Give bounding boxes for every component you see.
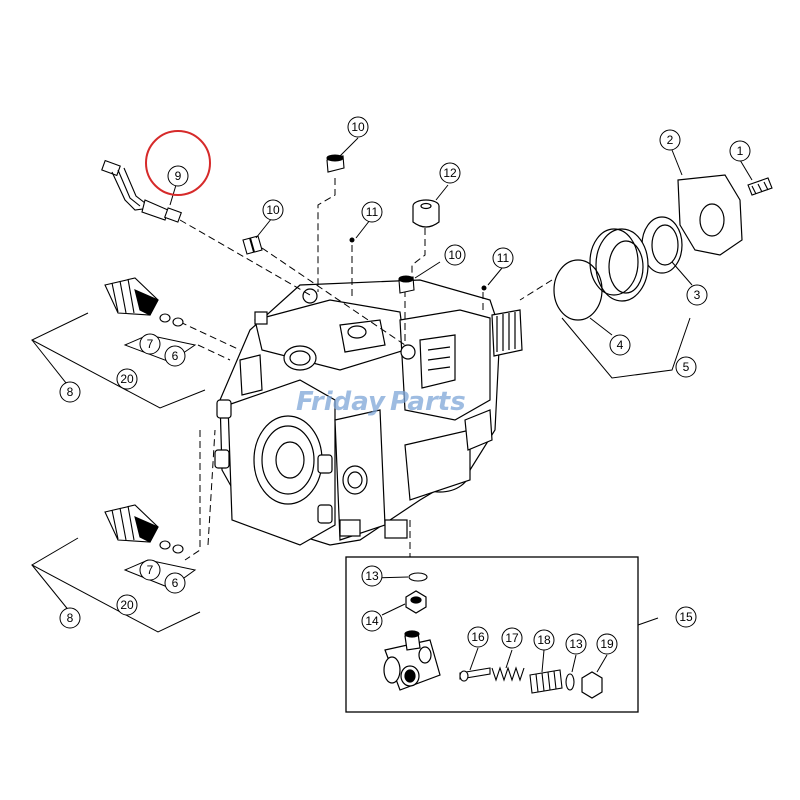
svg-text:18: 18 <box>537 633 551 647</box>
callout-9: 9 <box>167 165 189 187</box>
pin-11 <box>349 237 487 291</box>
svg-text:13: 13 <box>365 569 379 583</box>
svg-text:13: 13 <box>569 637 583 651</box>
plug-10-left <box>242 235 263 255</box>
callout-19: 19 <box>596 633 618 655</box>
svg-text:10: 10 <box>351 120 365 134</box>
callout-12: 12 <box>439 162 461 184</box>
callout-14: 14 <box>361 610 383 632</box>
callout-bracket-5 <box>561 317 691 379</box>
svg-text:20: 20 <box>120 598 134 612</box>
svg-text:4: 4 <box>617 338 624 352</box>
callout-13-top: 13 <box>361 565 383 587</box>
speed-sensor-harness <box>101 159 182 223</box>
svg-text:15: 15 <box>679 610 693 624</box>
callout-15: 15 <box>675 606 697 628</box>
callout-10-top: 10 <box>347 116 369 138</box>
svg-text:17: 17 <box>505 631 519 645</box>
svg-text:19: 19 <box>600 637 614 651</box>
cap-19 <box>581 671 603 699</box>
svg-text:11: 11 <box>497 251 510 265</box>
pump-body <box>214 279 523 546</box>
svg-text:7: 7 <box>147 337 154 351</box>
svg-text:2: 2 <box>667 133 674 147</box>
o-ring-4 <box>553 259 603 321</box>
watermark: Friday Parts <box>296 387 466 417</box>
leader-lines <box>169 137 753 673</box>
svg-text:7: 7 <box>147 563 154 577</box>
svg-text:8: 8 <box>67 385 74 399</box>
plug-10-right <box>398 275 415 294</box>
plug-12 <box>412 199 440 228</box>
watermark-part1: Friday <box>296 387 386 417</box>
poppet-16 <box>459 667 491 682</box>
callout-7-lower: 7 <box>139 559 161 581</box>
callout-1: 1 <box>729 140 751 162</box>
screw-1 <box>747 177 773 196</box>
callout-4: 4 <box>609 334 631 356</box>
o-ring-13-right <box>565 673 575 691</box>
svg-text:16: 16 <box>471 630 485 644</box>
relief-valve-cartridge-lower <box>104 504 184 554</box>
callout-10-right: 10 <box>444 244 466 266</box>
highlight-circle <box>145 130 211 196</box>
svg-text:1: 1 <box>737 144 744 158</box>
seal-3 <box>641 216 683 274</box>
o-ring-13-top <box>408 572 428 582</box>
callout-17: 17 <box>501 627 523 649</box>
svg-text:3: 3 <box>694 288 701 302</box>
valve-body <box>383 630 441 691</box>
callout-brackets-lower <box>30 537 201 633</box>
callout-7-upper: 7 <box>139 333 161 355</box>
cover-plate-2 <box>677 174 743 256</box>
callout-13-right: 13 <box>565 633 587 655</box>
relief-valve-cartridge-upper <box>104 277 184 327</box>
callout-11-right: 11 <box>492 247 514 269</box>
callout-16: 16 <box>467 626 489 648</box>
plunger-18 <box>529 669 563 694</box>
svg-text:11: 11 <box>366 205 379 219</box>
callout-6-upper: 6 <box>164 345 186 367</box>
callout-6-lower: 6 <box>164 572 186 594</box>
svg-text:12: 12 <box>443 166 457 180</box>
svg-text:6: 6 <box>172 349 179 363</box>
spring-17 <box>491 666 525 682</box>
svg-text:6: 6 <box>172 576 179 590</box>
callout-2: 2 <box>659 129 681 151</box>
svg-text:8: 8 <box>67 611 74 625</box>
callout-3: 3 <box>686 284 708 306</box>
svg-text:10: 10 <box>266 203 280 217</box>
callout-11-left: 11 <box>361 201 383 223</box>
callout-5: 5 <box>675 356 697 378</box>
svg-text:14: 14 <box>365 614 379 628</box>
watermark-part2: Parts <box>390 387 466 417</box>
bearing-ring-5 <box>589 228 649 302</box>
callout-18: 18 <box>533 629 555 651</box>
svg-text:10: 10 <box>448 248 462 262</box>
callout-brackets-upper <box>30 312 206 409</box>
nut-14 <box>405 590 427 614</box>
callout-10-left: 10 <box>262 199 284 221</box>
callout-8-upper: 8 <box>59 381 81 403</box>
callout-20-upper: 20 <box>116 368 138 390</box>
plug-10-top <box>326 154 345 173</box>
callout-20-lower: 20 <box>116 594 138 616</box>
callout-8-lower: 8 <box>59 607 81 629</box>
svg-text:5: 5 <box>683 360 690 374</box>
svg-text:20: 20 <box>120 372 134 386</box>
svg-text:9: 9 <box>175 169 182 183</box>
